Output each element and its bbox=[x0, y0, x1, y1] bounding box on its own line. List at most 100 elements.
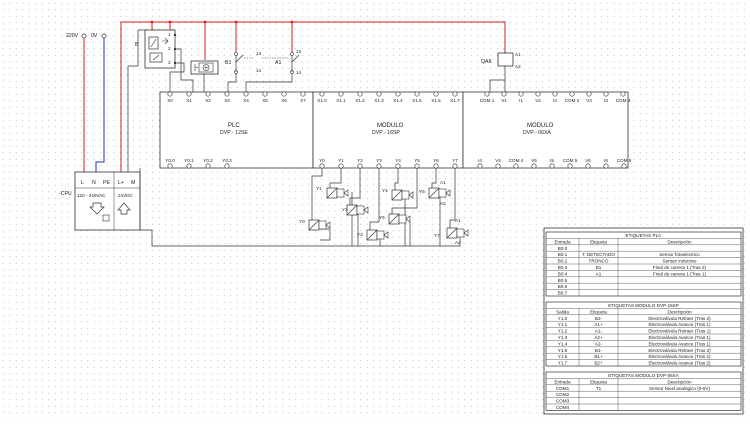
input-wires bbox=[127, 29, 293, 172]
valve-body-icon bbox=[401, 190, 410, 200]
table-16sp-cell: B2- bbox=[595, 316, 603, 321]
terminal-screw-icon bbox=[319, 163, 325, 169]
mod2-bottom-terminal: COM 5 bbox=[563, 158, 578, 169]
table-16sp-cell: Electroválvula Retraer (Tras 2) bbox=[648, 348, 711, 353]
valve-body-icon bbox=[398, 214, 407, 224]
mod2-top-terminal-label: V1 bbox=[501, 98, 507, 103]
mod1-input-terminal: X1.4 bbox=[393, 91, 403, 103]
plc-input-terminal: X3 bbox=[224, 91, 230, 103]
mod1-name: MODULO bbox=[377, 123, 404, 129]
mod1-output-terminal-label: Y0 bbox=[319, 158, 325, 163]
plc-output-terminal: Y0.3 bbox=[222, 158, 232, 169]
table-16sp-cell: Electroválvula Avance (Tras 2) bbox=[648, 361, 711, 366]
mod1-input-terminal: X1.6 bbox=[431, 91, 441, 103]
table-plc-cell: B0.7 bbox=[558, 291, 568, 296]
table-06xa-cell: COM4 bbox=[556, 405, 570, 410]
mod1-input-terminal-label: X1.5 bbox=[412, 98, 422, 103]
cpu-block: -CPU L N PE L+ M 120 - 240VAC 24VDC bbox=[59, 171, 141, 231]
power-supply: 220V 0V bbox=[66, 33, 107, 172]
table-plc-header: Descripción bbox=[668, 239, 692, 244]
module-dvp16sp bbox=[312, 91, 464, 169]
plc-input-terminal-label: X2 bbox=[205, 98, 211, 103]
mod2-bottom-terminal-label: V4 bbox=[495, 158, 501, 163]
solenoid-valve: Y7 bbox=[434, 227, 469, 239]
terminal-screw-icon bbox=[603, 91, 609, 97]
plc-dvp12se bbox=[159, 91, 314, 169]
solenoid-valve: Y5 bbox=[379, 213, 411, 225]
mod2-top-terminal: COM 2 bbox=[565, 91, 580, 103]
table-16sp-title: ETIQUETAS MODULO DVP-16SP bbox=[608, 303, 679, 308]
mod2-top-terminal: V2 bbox=[535, 91, 541, 103]
table-16sp-cell: Y1.3 bbox=[558, 335, 568, 340]
plc-input-terminal-label: X0 bbox=[167, 98, 173, 103]
ground-icon bbox=[102, 214, 110, 222]
actuator-a2-label: A2 bbox=[455, 240, 461, 245]
table-06xa-cell: COM1 bbox=[556, 386, 570, 391]
table-plc-cell: B0.5 bbox=[558, 278, 568, 283]
mod1-output-terminal-label: Y1 bbox=[338, 158, 344, 163]
table-plc-cell: B0.2 bbox=[558, 259, 568, 264]
solenoid-valve: Y2 bbox=[342, 204, 369, 216]
terminal-screw-icon bbox=[224, 163, 230, 169]
module-dvp06xa bbox=[462, 91, 629, 169]
mod2-top-terminal: V1 bbox=[501, 91, 507, 103]
supply-0v-terminal bbox=[101, 33, 107, 39]
plc-input-terminal-label: X6 bbox=[281, 98, 287, 103]
table-16sp-cell: Electroválvula Avance (Tras 2) bbox=[648, 354, 711, 359]
valve-label: Y2 bbox=[342, 207, 348, 212]
plc-module-row: PLC DVP - 12SE MODULO DVP - 16SP MODULO … bbox=[159, 91, 629, 169]
terminal-screw-icon bbox=[585, 163, 591, 169]
table-16sp-cell: Y1.6 bbox=[558, 354, 568, 359]
valve-body-icon bbox=[456, 228, 465, 238]
valve-triangle-icon bbox=[325, 221, 331, 229]
solenoid-valve: Y4 bbox=[382, 188, 414, 201]
table-plc-cell: B1 bbox=[596, 265, 602, 270]
mod2-bottom-terminal: I4 bbox=[477, 158, 483, 169]
table-16sp-cell: Y1.5 bbox=[558, 348, 568, 353]
terminal-screw-icon bbox=[433, 91, 439, 97]
table-16sp-header: Etiqueta bbox=[590, 309, 607, 314]
table-plc-title: ETIQUETAS PLC bbox=[626, 233, 663, 238]
table-16sp-cell: Electroválvula Retraer (Tras 1) bbox=[648, 329, 711, 334]
terminal-screw-icon bbox=[501, 91, 507, 97]
mod2-top-terminal-label: COM 3 bbox=[616, 98, 631, 103]
terminal-screw-icon bbox=[549, 163, 555, 169]
table-plc-cell: Sensor fotoelectrico bbox=[659, 252, 700, 257]
mod2-top-terminal-label: I2 bbox=[553, 98, 557, 103]
valve-triangle-icon bbox=[343, 189, 349, 197]
valve-label: Y0 bbox=[299, 219, 305, 224]
contact-14-b: 14 bbox=[296, 70, 302, 75]
valve-body-icon bbox=[438, 188, 447, 198]
sensor-pin-1: 1 bbox=[168, 32, 171, 37]
limit-switch-a1: A1 13 14 bbox=[262, 49, 302, 75]
terminal-screw-icon bbox=[205, 91, 211, 97]
mod1-input-terminal-label: X1.2 bbox=[355, 98, 365, 103]
terminal-screw-icon bbox=[300, 91, 306, 97]
mod1-input-terminal: X1.5 bbox=[412, 91, 422, 103]
terminal-screw-icon bbox=[186, 91, 192, 97]
terminal-screw-icon bbox=[395, 91, 401, 97]
cpu-terminal-m: M bbox=[131, 180, 135, 186]
terminal-screw-icon bbox=[621, 163, 627, 169]
qak-label: QAK bbox=[481, 59, 492, 65]
mod2-top-terminal-label: V2 bbox=[535, 98, 541, 103]
terminal-screw-icon bbox=[338, 163, 344, 169]
table-06xa-title: ETIQUETAS MODULO DVP-06XA bbox=[608, 373, 680, 378]
table-16sp-cell: Y1.7 bbox=[558, 361, 568, 366]
terminal-screw-icon bbox=[535, 91, 541, 97]
solenoid-valve: Y3 bbox=[357, 229, 389, 241]
plc-input-terminal: X2 bbox=[205, 91, 211, 103]
mod1-input-terminal-label: X1.4 bbox=[393, 98, 403, 103]
table-16sp-cell: Electroválvula Retraer (Tras 2) bbox=[648, 316, 711, 321]
plc-input-terminal-label: X3 bbox=[224, 98, 230, 103]
valve-body-icon bbox=[376, 230, 385, 240]
mod1-output-terminal: Y2 bbox=[357, 158, 363, 169]
limit-switch-b1: B1 13 14 bbox=[225, 51, 262, 74]
valve-body-icon bbox=[356, 205, 365, 215]
contact-13-b: 13 bbox=[296, 49, 302, 54]
table-plc-cell: B0.1 bbox=[558, 252, 568, 257]
mod1-output-terminal-label: Y3 bbox=[376, 158, 382, 163]
mod2-bottom-terminal-label: I4 bbox=[478, 158, 482, 163]
